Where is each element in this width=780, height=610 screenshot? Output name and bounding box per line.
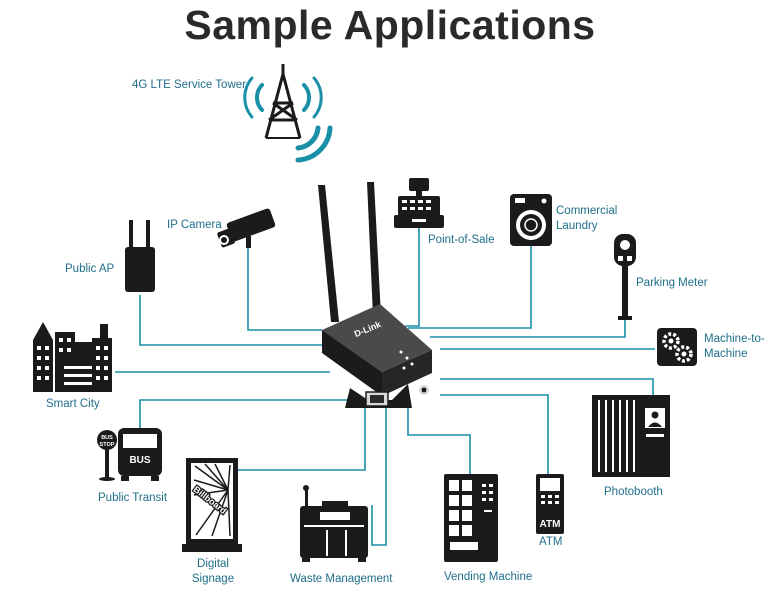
signage-label-2: Signage (191, 573, 235, 585)
waste-label: Waste Management (290, 573, 393, 585)
photobooth-label: Photobooth (604, 486, 663, 498)
tower-label: 4G LTE Service Tower (132, 79, 246, 91)
bus-stop-sign-icon: BUS STOP (97, 430, 117, 481)
vending-label: Vending Machine (444, 571, 533, 583)
connection-lines (115, 228, 655, 546)
atm-label: ATM (539, 536, 563, 548)
lte-tower-icon (264, 64, 302, 139)
parking-label: Parking Meter (636, 277, 708, 289)
line-public-ap (139, 295, 322, 346)
line-atm (440, 394, 549, 478)
signal-waves-icon (243, 76, 333, 163)
pos-label: Point-of-Sale (428, 234, 495, 246)
line-parking (430, 320, 626, 338)
bus-sign-text: BUS (129, 455, 150, 466)
ip-camera-icon (217, 208, 276, 248)
public-ap-icon (125, 220, 155, 292)
line-waste (371, 408, 387, 546)
laundry-label-2: Laundry (556, 220, 598, 232)
smart-city-label: Smart City (46, 398, 100, 410)
line-pos (405, 228, 420, 327)
gears-icon (657, 328, 697, 366)
signage-label-1: Digital (197, 558, 229, 570)
bus-stop-text-2: STOP (100, 442, 115, 448)
pos-register-icon (394, 178, 444, 228)
ip-camera-label: IP Camera (167, 219, 222, 231)
router-device-icon: D-Link (318, 182, 432, 408)
laundry-label-1: Commercial (556, 205, 618, 217)
bus-icon: BUS (118, 428, 162, 481)
digital-signage-icon: Billboard (182, 458, 242, 552)
line-ip-camera (247, 248, 322, 331)
laundry-machine-icon (510, 194, 552, 246)
line-vending (407, 408, 471, 476)
vending-machine-icon (444, 474, 498, 562)
bus-stop-text-1: BUS (101, 435, 113, 441)
line-laundry (408, 245, 532, 329)
line-photobooth (440, 378, 654, 395)
waste-machine-icon (300, 485, 368, 562)
page-title: Sample Applications (184, 2, 596, 48)
public-ap-label: Public AP (65, 263, 115, 275)
photobooth-icon (592, 395, 670, 477)
atm-screen-text: ATM (540, 519, 561, 530)
parking-meter-icon (614, 234, 636, 320)
m2m-label-1: Machine-to- (704, 333, 765, 345)
atm-icon: ATM (536, 474, 564, 534)
m2m-label-2: Machine (704, 348, 748, 360)
smart-city-icon (33, 322, 112, 392)
line-transit (139, 399, 355, 430)
transit-label: Public Transit (98, 492, 168, 504)
